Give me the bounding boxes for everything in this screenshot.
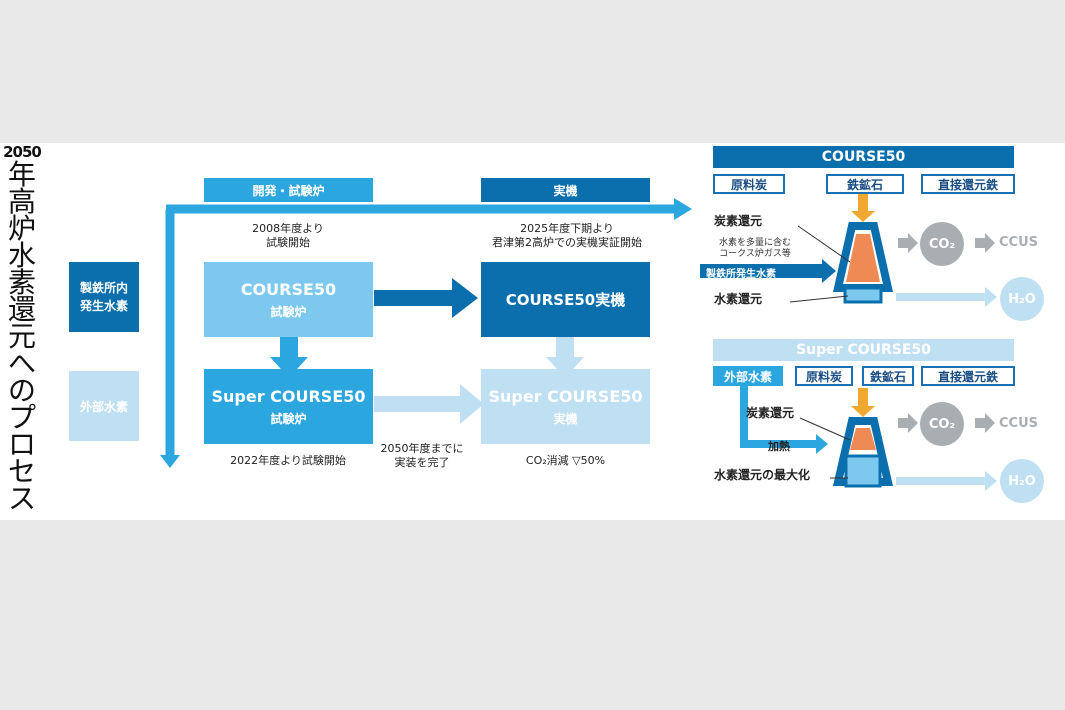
timeline-arrow-down-head [160,455,180,468]
vertical-title-char: 年 [7,158,36,191]
vertical-title-char: 還 [7,293,36,326]
right-bottom-input-dri: 直接還元鉄 [921,366,1015,386]
right-top-ccus: CCUS [999,235,1038,250]
super-course50-real-title: Super COURSE50 [488,386,643,406]
right-top-input-ore: 鉄鉱石 [826,174,904,194]
course50-real-title: COURSE50実機 [505,291,626,309]
phase-tag-real: 実機 [481,178,650,202]
furnace-top-hydrogen [843,286,883,304]
vertical-title-char: 素 [7,266,36,299]
course50-test-sub: 試験炉 [270,304,307,319]
note-start-2025: 2025年度下期より 君津第2高炉での実機実証開始 [492,222,642,249]
right-top-header: COURSE50 [713,146,1014,168]
right-bottom-input-coal: 原料炭 [795,366,853,386]
right-bottom-co2-circle: CO₂ [920,402,964,446]
right-top-gas-note: 水素を多量に含む コークス炉ガス等 [718,238,791,259]
furnace-top-carbon [846,234,880,282]
right-top-input-dri: 直接還元鉄 [921,174,1015,194]
arrow-sc50-to-real [374,396,462,412]
timeline-arrow-right-head [674,198,692,220]
furnace-bottom-carbon [850,428,876,450]
right-bottom-carbon-label: 炭素還元 [746,406,795,420]
note-start-2022: 2022年度より試験開始 [230,454,346,467]
super-course50-real-sub: 実機 [553,411,578,426]
right-bottom-external-h2: 外部水素 [713,366,783,386]
right-top-h2o-circle: H₂O [1000,277,1044,321]
arrow-c50-to-real-head [452,278,478,318]
right-bottom-heat-label: 加熱 [768,440,790,453]
arrow-sc50-to-real-head [460,384,484,424]
arrow-c50-to-real [374,290,454,306]
vertical-title-char: プ [7,401,36,434]
vertical-title-char: 水 [7,239,36,272]
vertical-title-char: へ [7,347,36,380]
right-top-internal-h2: 製鉄所発生水素 [706,269,776,280]
right-bottom-input-ore: 鉄鉱石 [862,366,914,386]
vertical-title: 2050 年高炉水素還元へのプロセス [2,143,42,515]
note-by-2050: 2050年度までに 実装を完了 [380,442,464,469]
course50-test-box: COURSE50 試験炉 [204,262,373,337]
vertical-title-year: 2050 [3,143,42,161]
right-top-h2-label: 水素還元 [714,292,763,306]
arrow-real-to-sc50real [556,337,574,359]
phase-tag-development: 開発・試験炉 [204,178,373,202]
right-top-carbon-label: 炭素還元 [714,214,763,228]
course50-real-box: COURSE50実機 [481,262,650,337]
vertical-title-char: ロ [7,428,36,461]
vertical-title-char: の [7,374,36,407]
super-course50-test-box: Super COURSE50 試験炉 [204,369,373,444]
vertical-title-char: セ [7,455,36,488]
arrow-c50-to-sc50-head [270,357,308,378]
vertical-title-text: 年高炉水素還元へのプロセス [7,158,36,515]
vertical-title-char: ス [7,482,36,515]
vertical-title-char: 高 [7,185,36,218]
vertical-title-char: 元 [7,320,36,353]
note-co2-cut: CO₂消減 ▽50% [525,454,606,467]
right-bottom-header: Super COURSE50 [713,339,1014,361]
super-course50-test-title: Super COURSE50 [211,386,366,406]
right-bottom-h2-label: 水素還元の最大化 [714,468,811,482]
external-hydrogen-box: 外部水素 [69,371,139,441]
right-bottom-h2o-circle: H₂O [1000,459,1044,503]
right-bottom-ccus: CCUS [999,416,1038,431]
right-top-co2-circle: CO₂ [920,222,964,266]
super-course50-real-box: Super COURSE50 実機 [481,369,650,444]
furnace-bottom-hydrogen [844,454,882,488]
internal-hydrogen-box: 製鉄所内 発生水素 [69,262,139,332]
arrow-real-to-sc50real-head [546,357,584,378]
vertical-title-char: 炉 [7,212,36,245]
note-start-2008: 2008年度より 試験開始 [252,222,324,249]
arrow-c50-to-sc50 [280,337,298,359]
right-top-input-coal: 原料炭 [713,174,785,194]
super-course50-test-sub: 試験炉 [270,411,307,426]
course50-test-title: COURSE50 [240,279,337,299]
